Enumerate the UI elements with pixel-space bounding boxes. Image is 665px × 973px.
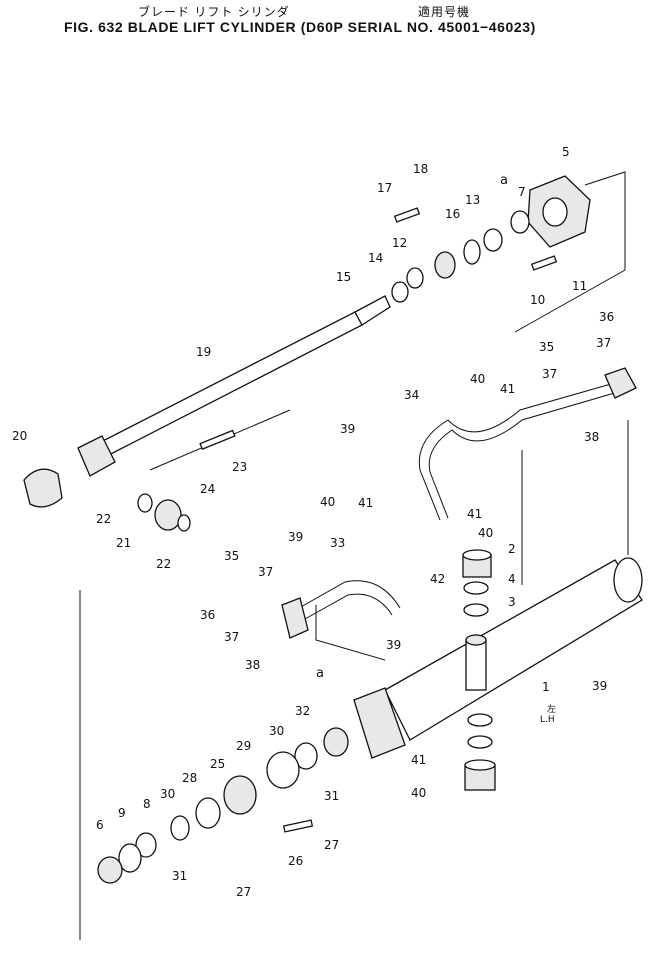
japanese-applicability-label: 適用号機 [418, 5, 471, 19]
part-number-1: 1 [542, 680, 550, 694]
part-number-40-a: 40 [470, 372, 485, 386]
part-number-38-lower: 38 [245, 658, 260, 672]
piston-assembly [97, 727, 349, 884]
part-number-27-right: 27 [324, 838, 339, 852]
part-number-39-c: 39 [386, 638, 401, 652]
part-number-17: 17 [377, 181, 392, 195]
part-number-29: 29 [236, 739, 251, 753]
part-number-32: 32 [295, 704, 310, 718]
part-number-5: 5 [562, 145, 570, 159]
part-number-25: 25 [210, 757, 225, 771]
upper-pipe [418, 367, 637, 521]
part-number-30-lower: 30 [160, 787, 175, 801]
part-number-41-b: 41 [358, 496, 373, 510]
part-number-40-b: 40 [320, 495, 335, 509]
part-number-38-upper: 38 [584, 430, 599, 444]
part-number-34: 34 [404, 388, 419, 402]
group-boundary-lines [79, 171, 629, 940]
reference-a-lower: a [316, 666, 324, 681]
part-number-14: 14 [368, 251, 383, 265]
part-number-10: 10 [530, 293, 545, 307]
part-number-27-left: 27 [236, 885, 251, 899]
part-number-20: 20 [12, 429, 27, 443]
part-number-36-upper: 36 [599, 310, 614, 324]
cylinder-tube [353, 557, 643, 759]
part-number-37-upper-right: 37 [596, 336, 611, 350]
part-number-30-upper: 30 [269, 724, 284, 738]
part-number-37-lower-left: 37 [224, 630, 239, 644]
part-number-35-lower: 35 [224, 549, 239, 563]
part-number-21: 21 [116, 536, 131, 550]
part-number-7: 7 [518, 185, 526, 199]
part-number-39-d: 39 [592, 679, 607, 693]
part-number-3: 3 [508, 595, 516, 609]
part-number-36-lower: 36 [200, 608, 215, 622]
part-number-41-c: 41 [467, 507, 482, 521]
part-number-39-b: 39 [288, 530, 303, 544]
part-number-8: 8 [143, 797, 151, 811]
rod-end-bushings [137, 493, 191, 532]
piston-rod [77, 295, 391, 477]
part-number-24: 24 [200, 482, 215, 496]
part-number-9: 9 [118, 806, 126, 820]
part-number-6: 6 [96, 818, 104, 832]
cylinder-head-flange [527, 175, 591, 248]
part-number-26: 26 [288, 854, 303, 868]
part-number-40-d: 40 [411, 786, 426, 800]
part-number-13: 13 [465, 193, 480, 207]
part-callouts: 1 2 3 4 5 6 7 8 9 10 11 12 13 14 15 16 1… [12, 145, 614, 899]
part-number-39-a: 39 [340, 422, 355, 436]
part-number-37-lower-right: 37 [258, 565, 273, 579]
part-number-28: 28 [182, 771, 197, 785]
part-number-33: 33 [330, 536, 345, 550]
reference-a-upper: a [500, 173, 508, 188]
part-number-22-left: 22 [96, 512, 111, 526]
part-number-22-right: 22 [156, 557, 171, 571]
trunnion-bushings [462, 549, 496, 791]
part-number-16: 16 [445, 207, 460, 221]
part-number-41-d: 41 [411, 753, 426, 767]
part-number-35-upper: 35 [539, 340, 554, 354]
part-number-41-a: 41 [500, 382, 515, 396]
figure-title: FIG. 632 BLADE LIFT CYLINDER (D60P SERIA… [64, 19, 536, 35]
japanese-title: ブレード リフト シリンダ [138, 5, 290, 19]
part-number-19: 19 [196, 345, 211, 359]
part-number-31-left: 31 [172, 869, 187, 883]
part-number-31-right: 31 [324, 789, 339, 803]
part-number-40-c: 40 [478, 526, 493, 540]
part-number-2: 2 [508, 542, 516, 556]
part-number-23: 23 [232, 460, 247, 474]
part-number-12: 12 [392, 236, 407, 250]
part-number-4: 4 [508, 572, 516, 586]
part-number-11: 11 [572, 279, 587, 293]
lower-pipe [281, 580, 401, 639]
part-number-18: 18 [413, 162, 428, 176]
seal-rings-upper [391, 210, 530, 303]
side-kanji: 左 [547, 703, 556, 715]
rod-end-cap [23, 468, 63, 508]
part-number-42: 42 [430, 572, 445, 586]
side-code: L.H [540, 715, 555, 725]
bolts-upper [199, 207, 558, 450]
part-number-37-upper-left: 37 [542, 367, 557, 381]
part-number-15: 15 [336, 270, 351, 284]
